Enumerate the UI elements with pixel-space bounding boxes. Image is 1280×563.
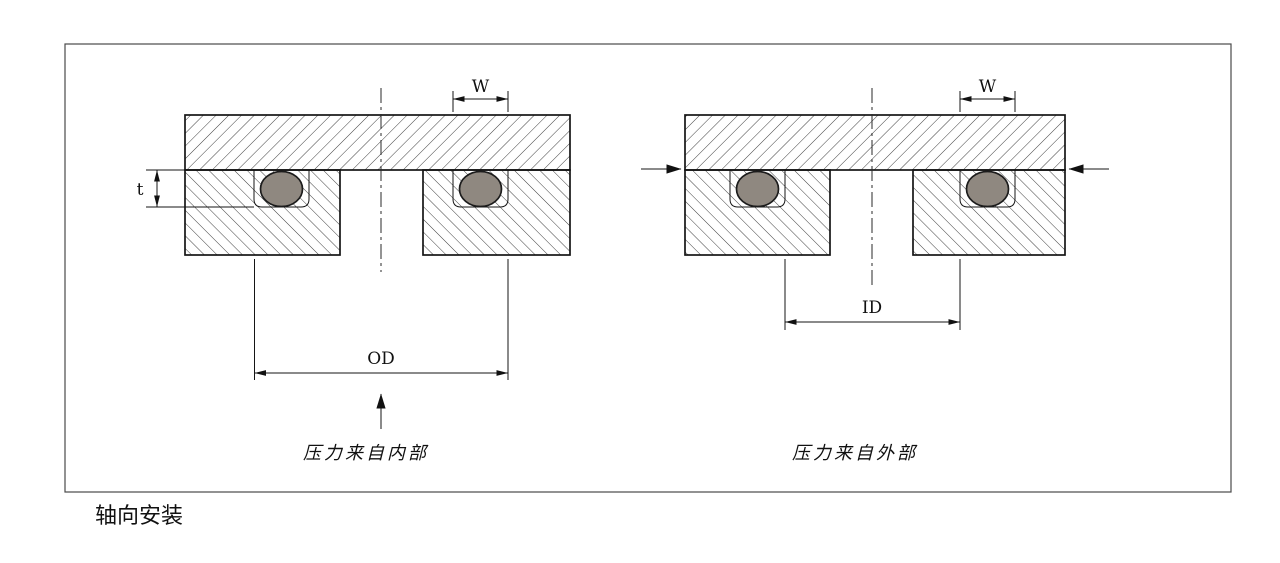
left-pressure-label: 压力来自内部 (303, 443, 429, 464)
left-assembly: W t OD 压力来自内部 (137, 77, 571, 464)
left-cover-plate (184, 114, 571, 171)
right-id-label: ID (862, 298, 882, 318)
right-assembly: W ID 压力来自外部 (641, 77, 1109, 464)
left-t-label: t (137, 180, 144, 200)
drawing-frame (64, 43, 1232, 493)
o-ring-cross-section (965, 170, 1010, 208)
left-od-label: OD (367, 349, 395, 369)
right-cover-plate (684, 114, 1066, 171)
right-id-dimension: ID (784, 259, 961, 330)
o-ring-cross-section (458, 170, 503, 208)
right-pressure-label: 压力来自外部 (792, 443, 918, 464)
left-od-dimension: OD (254, 259, 509, 380)
o-ring-cross-section (259, 170, 304, 208)
o-ring-cross-section (735, 170, 780, 208)
right-w-label: W (979, 77, 997, 97)
right-w-dimension: W (959, 77, 1016, 112)
diagram-caption: 轴向安装 (95, 503, 183, 528)
left-w-label: W (472, 77, 490, 97)
left-t-dimension: t (137, 169, 254, 208)
left-w-dimension: W (452, 77, 509, 112)
